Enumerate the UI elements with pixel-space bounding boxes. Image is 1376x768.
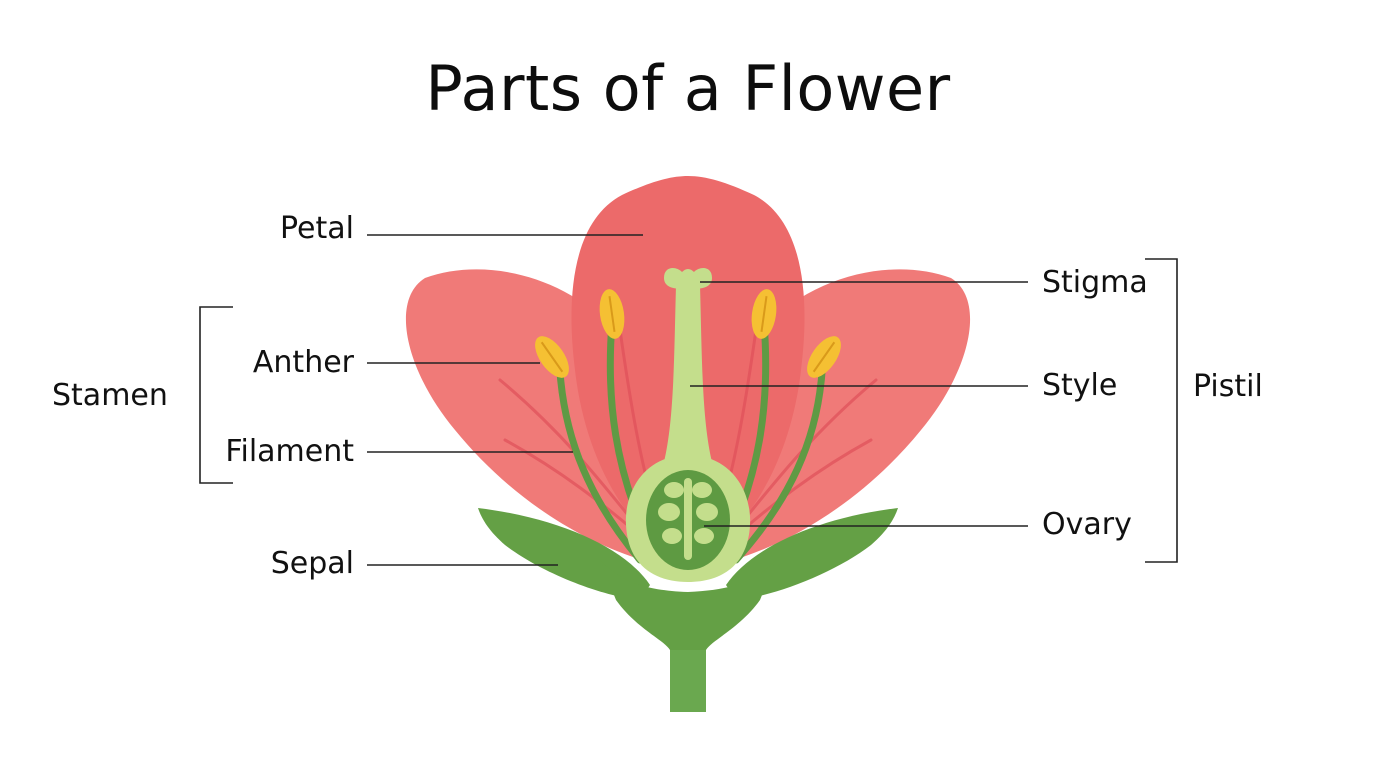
style — [664, 285, 712, 462]
anther — [751, 289, 777, 339]
bracket-stamen — [199, 306, 233, 484]
ovules — [658, 478, 718, 560]
label-filament: Filament — [225, 434, 354, 469]
label-sepal: Sepal — [270, 546, 354, 581]
filament — [732, 368, 826, 564]
label-ovary: Ovary — [1042, 507, 1132, 542]
stigma — [664, 268, 712, 289]
pistil — [625, 268, 751, 582]
anther — [807, 336, 841, 378]
leader-lines — [199, 234, 1178, 566]
label-anther: Anther — [252, 345, 354, 380]
label-style: Style — [1042, 368, 1118, 403]
label-pistil: Pistil — [1193, 369, 1263, 404]
diagram-title: Parts of a Flower — [425, 52, 951, 125]
anthers — [535, 289, 841, 378]
anther — [599, 289, 625, 339]
anther — [535, 336, 569, 378]
label-stigma: Stigma — [1042, 265, 1148, 300]
bracket-pistil — [1145, 258, 1178, 563]
label-stamen: Stamen — [52, 378, 168, 413]
label-petal: Petal — [280, 211, 354, 246]
filament — [556, 368, 644, 564]
receptacle — [600, 560, 776, 650]
